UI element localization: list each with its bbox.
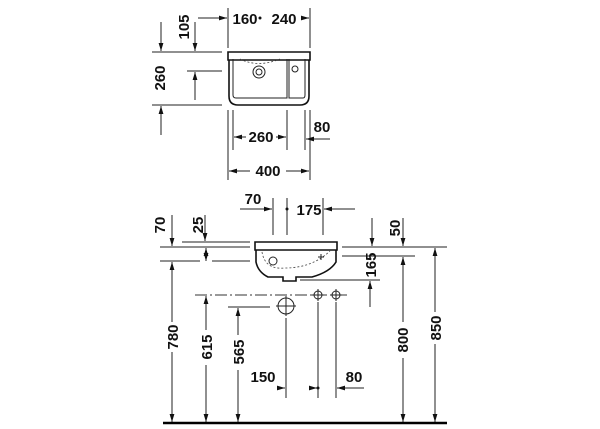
dim-150: 150	[250, 369, 275, 386]
dim-800: 800	[395, 327, 412, 352]
elevation-view: 70 175 70 25 50 165 780 615 565 800 850 …	[152, 191, 447, 423]
dim-240: 240	[271, 11, 296, 28]
dim-175: 175	[296, 202, 321, 219]
dim-80-supply: 80	[346, 369, 363, 386]
dim-260-depth: 260	[152, 65, 169, 90]
dim-25: 25	[190, 217, 207, 234]
dim-615: 615	[199, 334, 216, 359]
dim-400: 400	[255, 163, 280, 180]
dim-80-shelf: 80	[314, 119, 331, 136]
dim-565: 565	[231, 339, 248, 364]
drain-outlet	[276, 296, 296, 316]
basin-elevation-outline	[254, 241, 338, 282]
dim-160: 160	[232, 11, 257, 28]
dim-70-vertical: 70	[152, 217, 169, 234]
dim-105: 105	[176, 14, 193, 39]
plan-view: 105 160 240 260 260 80 400	[152, 8, 330, 180]
supply-connections	[312, 289, 342, 301]
dim-165: 165	[363, 252, 380, 277]
dim-780: 780	[165, 324, 182, 349]
basin-plan-outline	[227, 51, 311, 106]
dim-850: 850	[428, 315, 445, 340]
dim-50: 50	[387, 220, 404, 237]
dim-70-horizontal: 70	[245, 191, 262, 208]
dim-260-bowl: 260	[248, 129, 273, 146]
